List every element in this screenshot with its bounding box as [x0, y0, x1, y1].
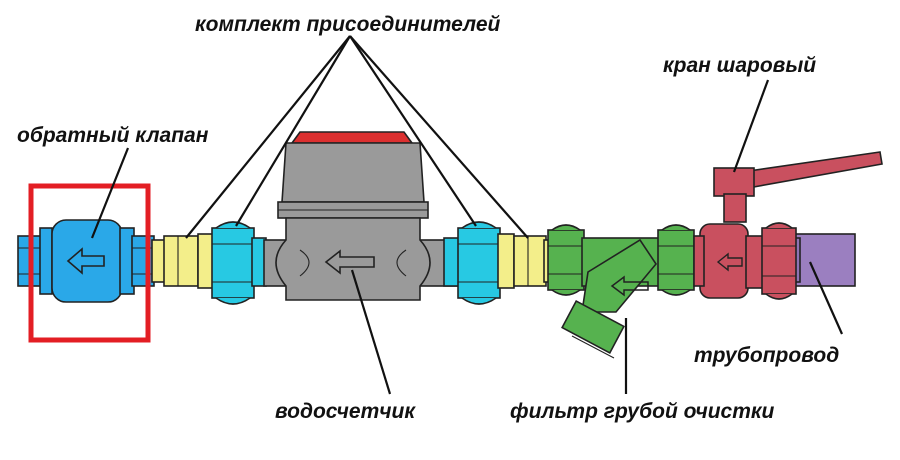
ball-valve-label: кран шаровый — [663, 54, 816, 77]
arrow-left-icon — [66, 247, 105, 275]
filter-label: фильтр грубой очистки — [510, 400, 775, 423]
pipeline-label: трубопровод — [694, 344, 839, 367]
arrow-left-icon — [324, 249, 375, 275]
arrow-left-icon — [716, 252, 743, 272]
connector-nut-right — [443, 221, 501, 305]
leader-lines — [90, 35, 844, 395]
connectors-label: комплект присоединителей — [195, 13, 500, 36]
coarse-filter — [547, 224, 695, 359]
check-valve-highlight-frame — [28, 183, 151, 343]
water-meter-label: водосчетчик — [275, 400, 416, 423]
ball-valve — [693, 151, 883, 300]
check-valve-label: обратный клапан — [17, 124, 209, 147]
arrow-left-icon — [610, 275, 649, 297]
connector-nut-left — [211, 221, 267, 305]
check-valve — [17, 219, 155, 303]
connector-nipple-left — [151, 233, 215, 289]
